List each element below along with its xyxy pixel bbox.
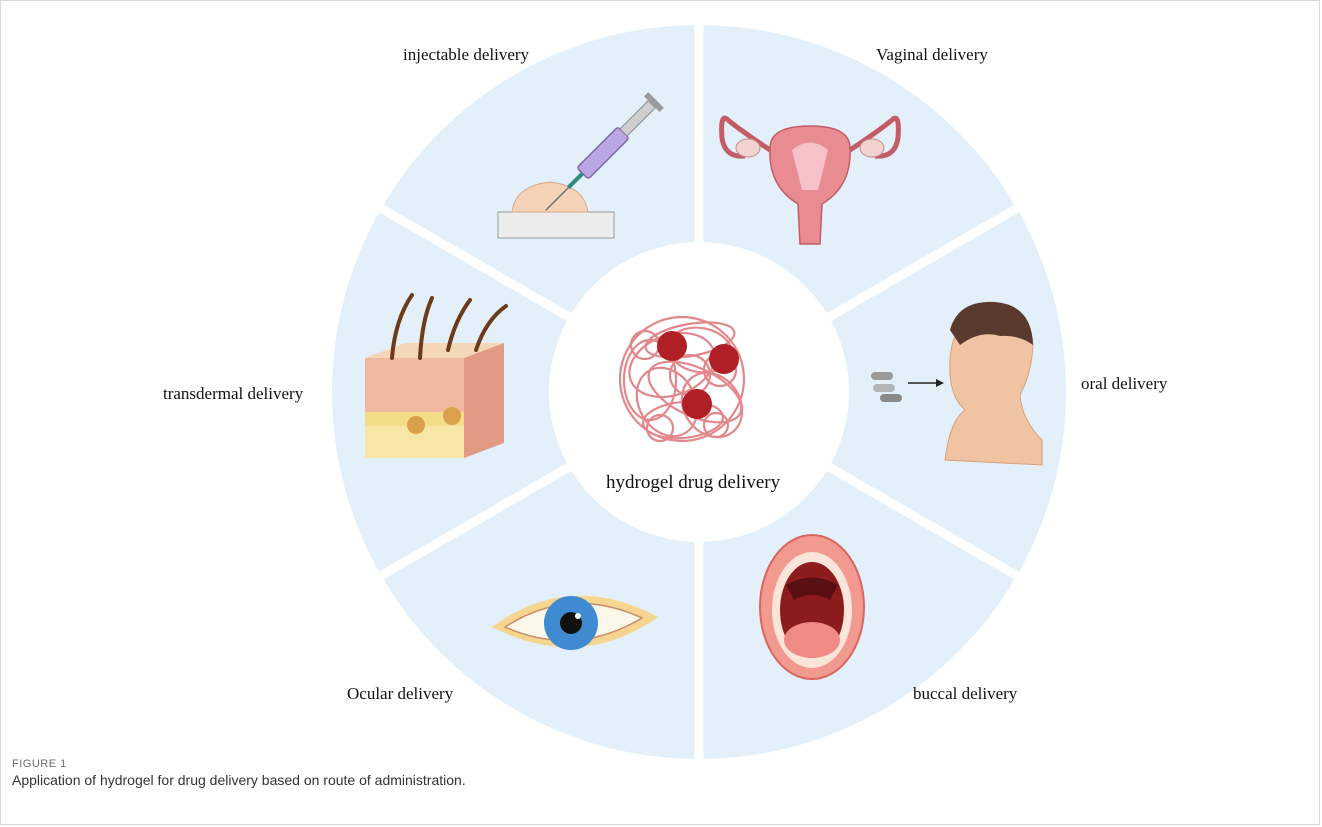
drug-particle <box>657 331 687 361</box>
label-oral-delivery: oral delivery <box>1081 374 1167 394</box>
label-transdermal-delivery: transdermal delivery <box>163 384 303 404</box>
label-vaginal-delivery: Vaginal delivery <box>876 45 988 65</box>
figure-number: FIGURE 1 <box>12 758 67 770</box>
drug-particle <box>709 344 739 374</box>
center-label: hydrogel drug delivery <box>606 472 780 494</box>
drug-particle <box>682 389 712 419</box>
label-buccal-delivery: buccal delivery <box>913 684 1017 704</box>
label-injectable-delivery: injectable delivery <box>403 45 529 65</box>
figure-caption: Application of hydrogel for drug deliver… <box>12 772 466 788</box>
label-ocular-delivery: Ocular delivery <box>347 684 453 704</box>
open-mouth-icon <box>760 535 864 679</box>
